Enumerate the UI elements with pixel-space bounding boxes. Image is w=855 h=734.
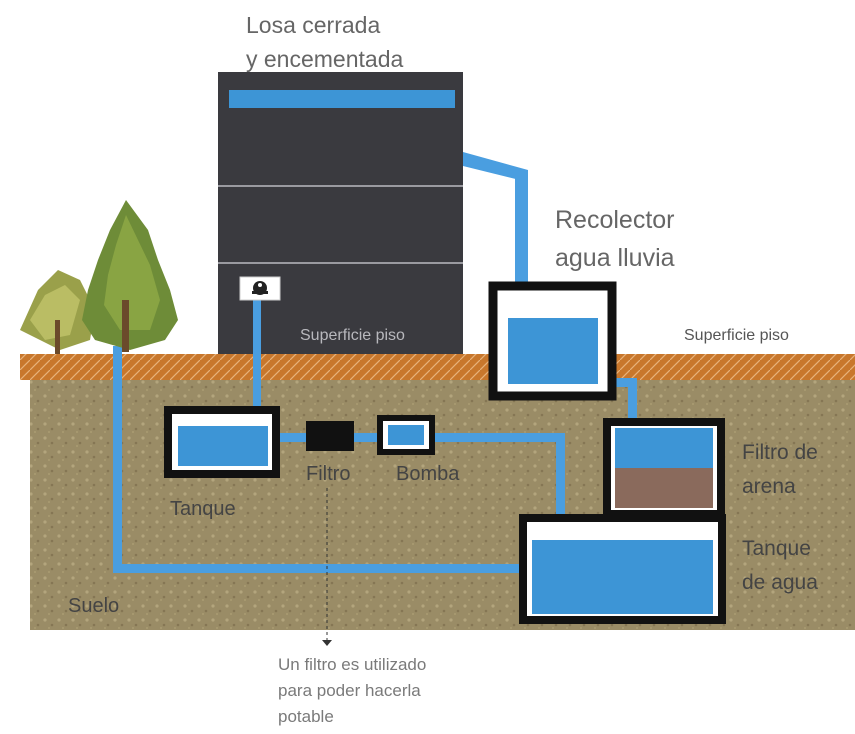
pump-label: Bomba [396, 463, 460, 485]
water-tank-label-line2: de agua [742, 571, 818, 594]
topsoil-layer [20, 354, 855, 380]
collector-label-line1: Recolector [555, 206, 675, 234]
note-line2: para poder hacerla [278, 681, 421, 700]
sand-filter-water [615, 428, 713, 468]
soil-label: Suelo [68, 595, 119, 617]
filter-block [306, 421, 354, 451]
soil-layer [30, 378, 855, 630]
sand-filter-label-line1: Filtro de [742, 441, 818, 464]
small-tank-label: Tanque [170, 498, 236, 520]
right-floor-label: Superficie piso [684, 327, 789, 344]
note-line1: Un filtro es utilizado [278, 655, 426, 674]
rain-collector-water [508, 318, 598, 384]
water-tank-label-line1: Tanque [742, 537, 811, 560]
sand-filter-label-line2: arena [742, 475, 796, 498]
downspout-pipe [515, 170, 528, 286]
gutter-pipe [463, 152, 528, 182]
pump-water [388, 425, 424, 445]
faucet-icon [252, 281, 268, 295]
building-floor-label: Superficie piso [300, 327, 405, 344]
filter-label: Filtro [306, 463, 350, 485]
water-tank-water [532, 540, 713, 614]
sand-filter-sand [615, 468, 713, 508]
note-pointer-arrow [322, 640, 332, 646]
roof-label-line1: Losa cerrada [246, 12, 380, 38]
roof-label-line2: y encementada [246, 46, 403, 72]
tree-icon [20, 200, 178, 354]
note-line3: potable [278, 707, 334, 726]
roof-water [229, 90, 455, 108]
collector-label-line2: agua lluvia [555, 244, 675, 272]
small-tank-water [178, 426, 268, 466]
